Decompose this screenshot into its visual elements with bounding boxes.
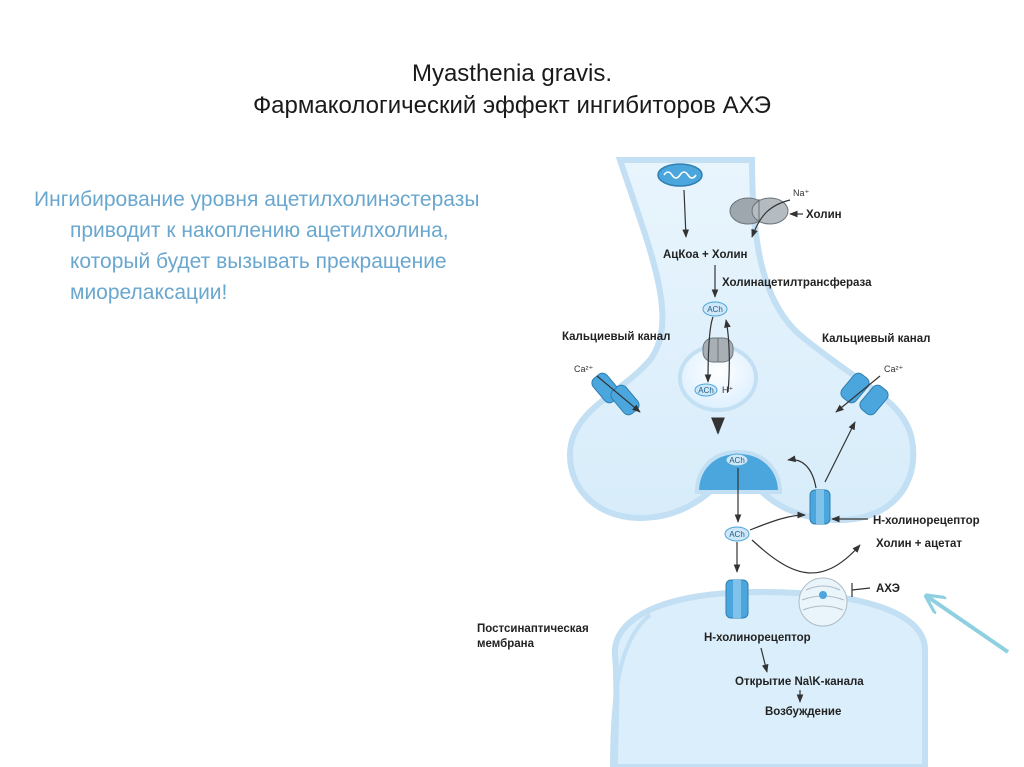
- intro-line-4: миорелаксации!: [70, 281, 228, 304]
- slide-title: Myasthenia gravis. Фармакологический эфф…: [0, 58, 1024, 122]
- ach-molecule-cleft: ACh: [724, 526, 750, 542]
- ca-ion-right-label: Ca²⁺: [884, 364, 904, 374]
- excitation-label: Возбуждение: [765, 706, 841, 718]
- intro-line-2: приводит к накоплению ацетилхолина,: [70, 219, 449, 242]
- svg-text:ACh: ACh: [729, 456, 745, 465]
- h-ion-label: H⁺: [722, 385, 733, 395]
- choline-label: Холин: [806, 209, 842, 221]
- postsynaptic-membrane-label-2: мембрана: [477, 638, 535, 650]
- postsynaptic-n-cholinoreceptor-icon: [725, 579, 749, 619]
- calcium-channel-right-label: Кальциевый канал: [822, 333, 930, 345]
- intro-line-3: который будет вызывать прекращение: [70, 250, 447, 273]
- mitochondrion-icon: [657, 163, 703, 187]
- choline-transporter-icon: [729, 197, 789, 225]
- ach-molecule-top: ACh: [702, 301, 728, 317]
- ache-label: АХЭ: [876, 583, 900, 595]
- ach-molecule-released: ACh: [725, 453, 749, 467]
- choline-acetate-label: Холин + ацетат: [876, 538, 962, 550]
- intro-line-1: Ингибирование уровня ацетилхолинэстеразы: [34, 188, 480, 211]
- pointer-arrow: [928, 597, 1010, 654]
- postsynaptic-membrane-lip: [610, 613, 652, 767]
- ca-ion-left-label: Ca²⁺: [574, 364, 594, 374]
- vesicle-transporter-icon: [702, 337, 734, 363]
- svg-text:ACh: ACh: [729, 530, 745, 539]
- presynaptic-n-cholinoreceptor-icon: [809, 489, 831, 525]
- ach-molecule-vesicle: ACh: [694, 383, 718, 397]
- postsynaptic-membrane-label-1: Постсинаптическая: [477, 623, 589, 635]
- calcium-channel-right-icon: [840, 372, 889, 416]
- calcium-channel-left-label: Кальциевый канал: [562, 331, 670, 343]
- intro-text: Ингибирование уровня ацетилхолинэстеразы…: [34, 184, 594, 308]
- svg-text:ACh: ACh: [707, 305, 723, 314]
- svg-text:ACh: ACh: [698, 386, 714, 395]
- postsynaptic-cell: [611, 588, 929, 767]
- n-cholinoreceptor-pre-label: Н-холинорецептор: [873, 515, 980, 527]
- na-k-channel-opening-label: Открытие Na\K-канала: [735, 676, 864, 688]
- choline-acetyltransferase-label: Холинацетилтрансфераза: [722, 277, 872, 289]
- title-line-2: Фармакологический эффект ингибиторов АХЭ: [252, 92, 772, 119]
- na-ion-label: Na⁺: [793, 188, 810, 198]
- ache-enzyme-icon: [798, 577, 848, 627]
- acetylcoa-choline-label: АцКоа + Холин: [663, 249, 748, 261]
- title-line-1: Myasthenia gravis.: [411, 60, 613, 87]
- n-cholinoreceptor-post-label: Н-холинорецептор: [704, 632, 811, 644]
